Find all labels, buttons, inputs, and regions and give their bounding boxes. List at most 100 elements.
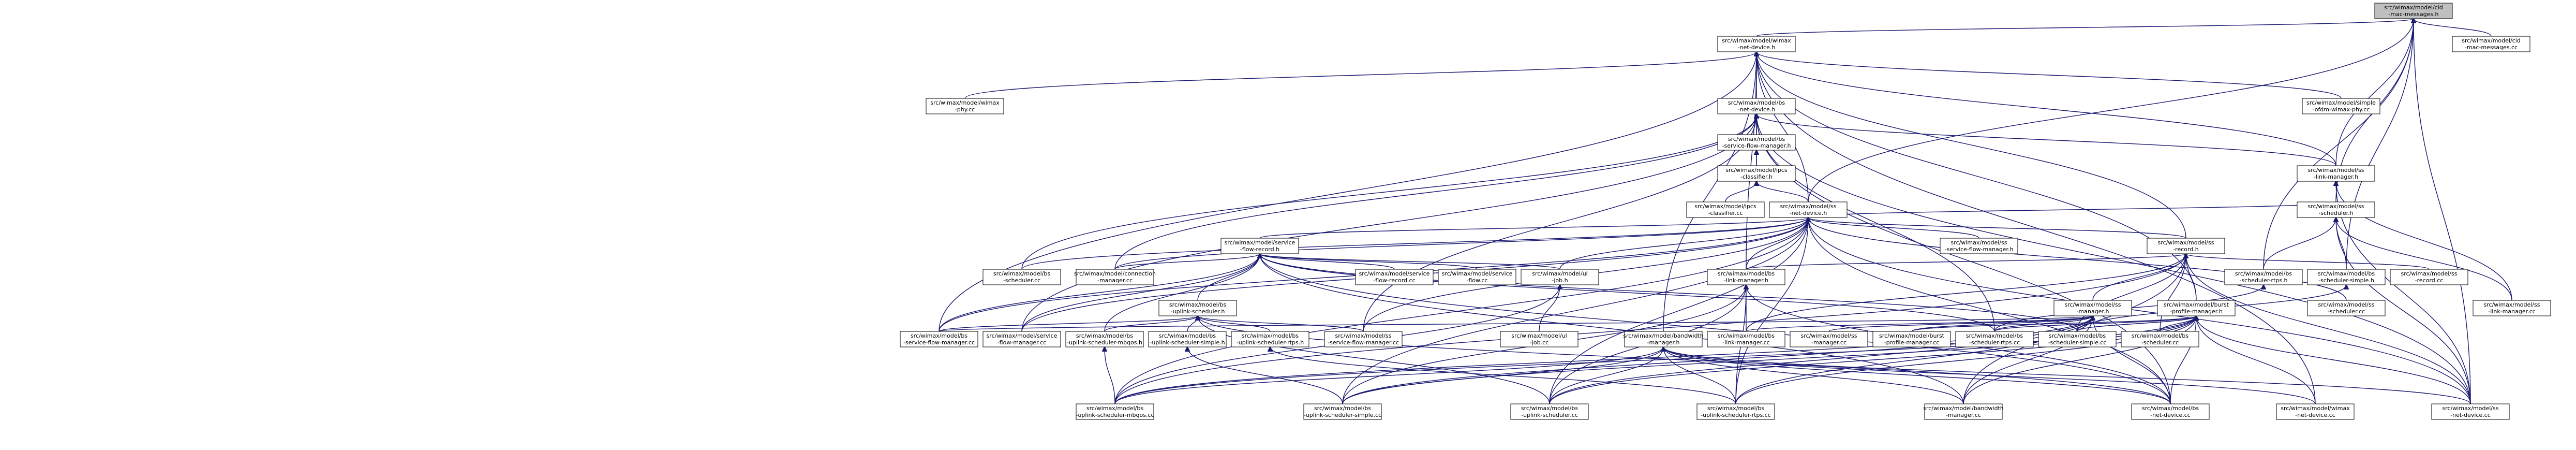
file-node-bs-uplink-scheduler-simple-h[interactable]: src/wimax/model/bs-uplink-scheduler-simp…: [1148, 331, 1227, 347]
file-node-box: [1231, 331, 1309, 347]
file-node-bs-scheduler-cc-2[interactable]: src/wimax/model/bs-scheduler.cc: [2121, 331, 2199, 347]
file-node-service-flow-cc[interactable]: src/wimax/model/service-flow.cc: [1438, 269, 1516, 285]
include-edge-ss-record-h-to-bs-uplink-scheduler-mbqos-cc: [1114, 254, 2186, 404]
file-node-cid-mac-messages-cc[interactable]: src/wimax/model/cid-mac-messages.cc: [2452, 36, 2530, 52]
file-node-ss-manager-h[interactable]: src/wimax/model/ss-manager.h: [2053, 300, 2132, 316]
file-node-ss-record-h[interactable]: src/wimax/model/ss-record.h: [2147, 238, 2225, 254]
file-node-bandwidth-manager-h[interactable]: src/wimax/model/bandwidth-manager.h: [1623, 331, 1704, 347]
file-node-label-line: src/wimax/model/bs: [2318, 270, 2375, 277]
file-node-wimax-phy-cc[interactable]: src/wimax/model/wimax-phy.cc: [926, 98, 1004, 114]
include-edge-service-flow-record-h-to-connection-manager-cc: [1114, 254, 1260, 270]
file-node-burst-profile-manager-cc[interactable]: src/wimax/model/burst-profile-manager.cc: [1872, 331, 1951, 347]
file-node-label-line: src/wimax/model/bs: [1169, 301, 1226, 308]
file-node-box: [2276, 403, 2355, 420]
include-edge-root-to-ss-net-device-cc: [2414, 19, 2471, 404]
file-node-bs-uplink-scheduler-mbqos-cc[interactable]: src/wimax/model/bs-uplink-scheduler-mbqo…: [1076, 403, 1154, 420]
file-node-service-flow-record-h[interactable]: src/wimax/model/service-flow-record.h: [1220, 238, 1299, 254]
file-node-ul-job-cc[interactable]: src/wimax/model/ul-job.cc: [1500, 331, 1579, 347]
file-node-label-line: -uplink-scheduler-rtps.cc: [1701, 412, 1771, 418]
file-node-bs-link-manager-h[interactable]: src/wimax/model/bs-link-manager.h: [1707, 269, 1785, 285]
file-node-box: [1686, 201, 1765, 218]
file-node-bs-uplink-scheduler-mbqos-h[interactable]: src/wimax/model/bs-uplink-scheduler-mbqo…: [1065, 331, 1144, 347]
file-node-service-flow-record-cc[interactable]: src/wimax/model/service-flow-record.cc: [1355, 269, 1434, 285]
file-node-connection-manager-cc[interactable]: src/wimax/model/connection-manager.cc: [1074, 269, 1156, 285]
file-node-box: [1924, 403, 2003, 420]
file-node-ss-scheduler-h[interactable]: src/wimax/model/ss-scheduler.h: [2297, 201, 2375, 218]
file-node-box: [1717, 36, 1796, 52]
file-node-ipcs-classifier-cc[interactable]: src/wimax/model/ipcs-classifier.cc: [1686, 201, 1765, 218]
include-edge-ss-record-h-to-bs-link-manager-h: [1746, 254, 2186, 270]
include-edge-bs-uplink-scheduler-mbqos-h-to-bs-uplink-scheduler-mbqos-cc: [1105, 347, 1115, 404]
file-node-box: [1220, 238, 1299, 254]
file-node-label-line: src/wimax/model/wimax: [1722, 37, 1791, 44]
file-node-ul-job-h[interactable]: src/wimax/model/ul-job.h: [1521, 269, 1599, 285]
file-node-label-line: src/wimax/model/bs: [1086, 405, 1143, 412]
file-node-service-flow-manager-cc[interactable]: src/wimax/model/service-flow-manager.cc: [982, 331, 1061, 347]
file-node-box: [2307, 300, 2386, 316]
include-edge-ss-manager-h-to-bs-uplink-scheduler-rtps-cc: [1735, 316, 2093, 404]
file-node-bs-link-manager-cc[interactable]: src/wimax/model/bs-link-manager.cc: [1707, 331, 1785, 347]
file-node-bs-net-device-cc[interactable]: src/wimax/model/bs-net-device.cc: [2131, 403, 2210, 420]
file-node-ss-scheduler-cc[interactable]: src/wimax/model/ss-scheduler.cc: [2307, 300, 2386, 316]
file-node-box: [2431, 403, 2510, 420]
file-node-bs-service-flow-manager-cc[interactable]: src/wimax/model/bs-service-flow-manager.…: [900, 331, 978, 347]
file-node-ipcs-classifier-h[interactable]: src/wimax/model/ipcs-classifier.h: [1717, 165, 1796, 182]
file-node-ss-net-device-cc[interactable]: src/wimax/model/ss-net-device.cc: [2431, 403, 2510, 420]
file-node-box: [1872, 331, 1951, 347]
include-edge-bs-uplink-scheduler-h-to-ss-service-flow-manager-cc: [1198, 316, 1364, 332]
include-edge-ss-manager-h-to-bs-uplink-scheduler-cc: [1549, 316, 2093, 404]
include-edge-wimax-net-device-h-to-bs-link-manager-h: [1746, 52, 1756, 270]
file-node-box: [1955, 331, 2034, 347]
file-node-ss-link-manager-cc[interactable]: src/wimax/model/ss-link-manager.cc: [2473, 300, 2551, 316]
file-node-label-line: -record.h: [2173, 246, 2199, 253]
file-node-box: [2131, 403, 2210, 420]
file-node-bs-net-device-h[interactable]: src/wimax/model/bs-net-device.h: [1717, 98, 1796, 114]
file-node-label-line: src/wimax/model/bs: [1718, 270, 1775, 277]
file-node-label-line: -classifier.h: [1740, 173, 1773, 180]
include-edge-service-flow-record-h-to-bs-scheduler-simple-cc: [1260, 254, 2078, 332]
file-node-bs-uplink-scheduler-rtps-cc[interactable]: src/wimax/model/bs-uplink-scheduler-rtps…: [1696, 403, 1775, 420]
file-node-label-line: -uplink-scheduler-mbqos.cc: [1076, 412, 1154, 418]
file-node-ss-record-cc[interactable]: src/wimax/model/ss-record.cc: [2390, 269, 2468, 285]
file-node-label-line: -uplink-scheduler.h: [1171, 308, 1225, 315]
include-edge-service-flow-record-h-to-bs-scheduler-rtps-cc: [1260, 254, 1995, 332]
file-node-label-line: src/wimax/model/wimax: [2281, 405, 2350, 412]
include-edge-service-flow-record-h-to-bs-uplink-scheduler-mbqos-h: [1104, 254, 1260, 332]
file-node-bs-service-flow-manager-h[interactable]: src/wimax/model/bs-service-flow-manager.…: [1717, 134, 1796, 151]
include-edge-bandwidth-manager-h-to-bs-uplink-scheduler-cc: [1549, 347, 1663, 404]
file-node-burst-profile-manager-h[interactable]: src/wimax/model/burst-profile-manager.h: [2157, 300, 2236, 316]
include-edge-root-to-cid-mac-messages-cc: [2414, 19, 2492, 37]
file-node-label-line: src/wimax/model/cid: [2384, 4, 2443, 11]
file-node-label-line: src/wimax/model/bs: [2049, 332, 2106, 339]
file-node-ss-service-flow-manager-cc[interactable]: src/wimax/model/ss-service-flow-manager.…: [1324, 331, 1403, 347]
file-node-ss-manager-cc[interactable]: src/wimax/model/ss-manager.cc: [1790, 331, 1868, 347]
file-node-ss-net-device-h[interactable]: src/wimax/model/ss-net-device.h: [1769, 201, 1848, 218]
file-node-bs-scheduler-rtps-h[interactable]: src/wimax/model/bs-scheduler-rtps.h: [2224, 269, 2303, 285]
include-edge-ss-manager-h-to-bs-link-manager-cc: [1746, 316, 2093, 332]
file-node-bs-uplink-scheduler-rtps-h[interactable]: src/wimax/model/bs-uplink-scheduler-rtps…: [1231, 331, 1309, 347]
file-node-box: [900, 331, 978, 347]
file-node-bs-uplink-scheduler-cc[interactable]: src/wimax/model/bs-uplink-scheduler.cc: [1510, 403, 1589, 420]
file-node-ss-link-manager-h[interactable]: src/wimax/model/ss-link-manager.h: [2297, 165, 2375, 182]
include-edge-service-flow-record-h-to-bandwidth-manager-cc: [1260, 254, 1964, 404]
file-node-ss-service-flow-manager-h[interactable]: src/wimax/model/ss-service-flow-manager.…: [1940, 238, 2018, 254]
file-node-label-line: -net-device.cc: [2450, 412, 2491, 418]
file-node-bs-scheduler-cc[interactable]: src/wimax/model/bs-scheduler.cc: [982, 269, 1061, 285]
file-node-bs-scheduler-simple-cc[interactable]: src/wimax/model/bs-scheduler-simple.cc: [2038, 331, 2117, 347]
file-node-bs-uplink-scheduler-h[interactable]: src/wimax/model/bs-uplink-scheduler.h: [1158, 300, 1237, 316]
file-node-box: [1696, 403, 1775, 420]
file-node-box: [2121, 331, 2199, 347]
file-node-bandwidth-manager-cc[interactable]: src/wimax/model/bandwidth-manager.cc: [1923, 403, 2004, 420]
file-node-simple-ofdm-wimax-phy-cc[interactable]: src/wimax/model/simple-ofdm-wimax-phy.cc: [2302, 98, 2380, 114]
file-node-wimax-net-device-h[interactable]: src/wimax/model/wimax-net-device.h: [1717, 36, 1796, 52]
file-node-bs-uplink-scheduler-simple-cc[interactable]: src/wimax/model/bs-uplink-scheduler-simp…: [1303, 403, 1382, 420]
include-edge-wimax-net-device-h-to-wimax-phy-cc: [964, 52, 1756, 99]
file-node-wimax-net-device-cc[interactable]: src/wimax/model/wimax-net-device.cc: [2276, 403, 2355, 420]
file-node-label-line: -uplink-scheduler-mbqos.h: [1067, 339, 1142, 346]
file-node-bs-scheduler-simple-h[interactable]: src/wimax/model/bs-scheduler-simple.h: [2307, 269, 2386, 285]
include-edge-ss-manager-h-to-ss-manager-cc: [1828, 316, 2093, 332]
file-node-label-line: -job.cc: [1530, 339, 1548, 346]
include-edge-burst-profile-manager-h-to-bs-scheduler-simple-cc: [2077, 316, 2196, 332]
file-node-bs-scheduler-rtps-cc[interactable]: src/wimax/model/bs-scheduler-rtps.cc: [1955, 331, 2034, 347]
